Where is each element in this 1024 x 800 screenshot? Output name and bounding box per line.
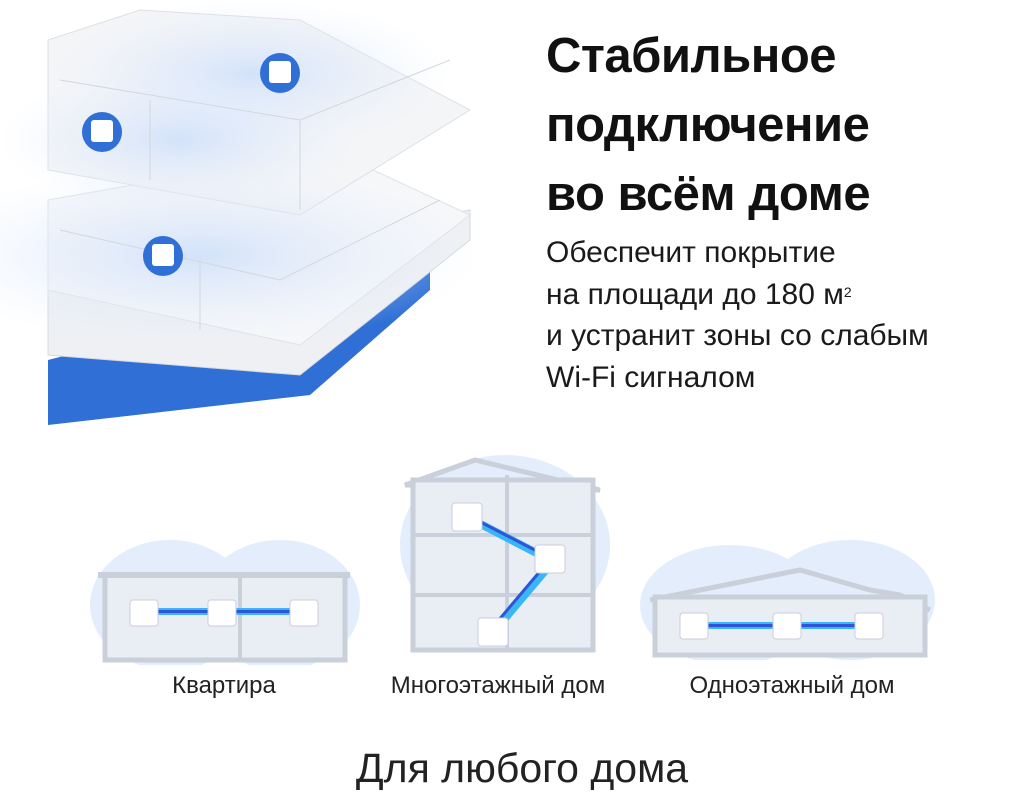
- floorplan-illustration: [0, 0, 480, 425]
- mesh-unit-icon: [82, 53, 300, 276]
- headline-line: Стабильное: [546, 29, 837, 83]
- description-line: и устранит зоны со слабым: [546, 319, 929, 352]
- multistory-house-illustration: [400, 455, 610, 653]
- headline-line: во всём доме: [546, 167, 871, 221]
- single-story-house-illustration: [640, 540, 935, 660]
- headline: Стабильное подключение во всём доме: [546, 22, 871, 229]
- description-line: Wi-Fi сигналом: [546, 360, 756, 394]
- scenario-label-apartment: Квартира: [172, 672, 276, 699]
- scenario-label-multistory: Многоэтажный дом: [390, 672, 606, 699]
- apartment-illustration: [90, 540, 360, 665]
- footer-title: Для любого дома: [355, 745, 689, 791]
- scenario-label-single-story: Одноэтажный дом: [689, 672, 895, 699]
- description-line: Обеспечит покрытие: [546, 236, 836, 269]
- description: Обеспечит покрытие на площади до 180 м2 …: [546, 232, 929, 398]
- area-text: на площади до 180 м: [546, 277, 844, 311]
- area-superscript: 2: [843, 283, 852, 300]
- headline-line: подключение: [546, 98, 870, 152]
- description-line: на площади до 180 м2: [546, 274, 929, 316]
